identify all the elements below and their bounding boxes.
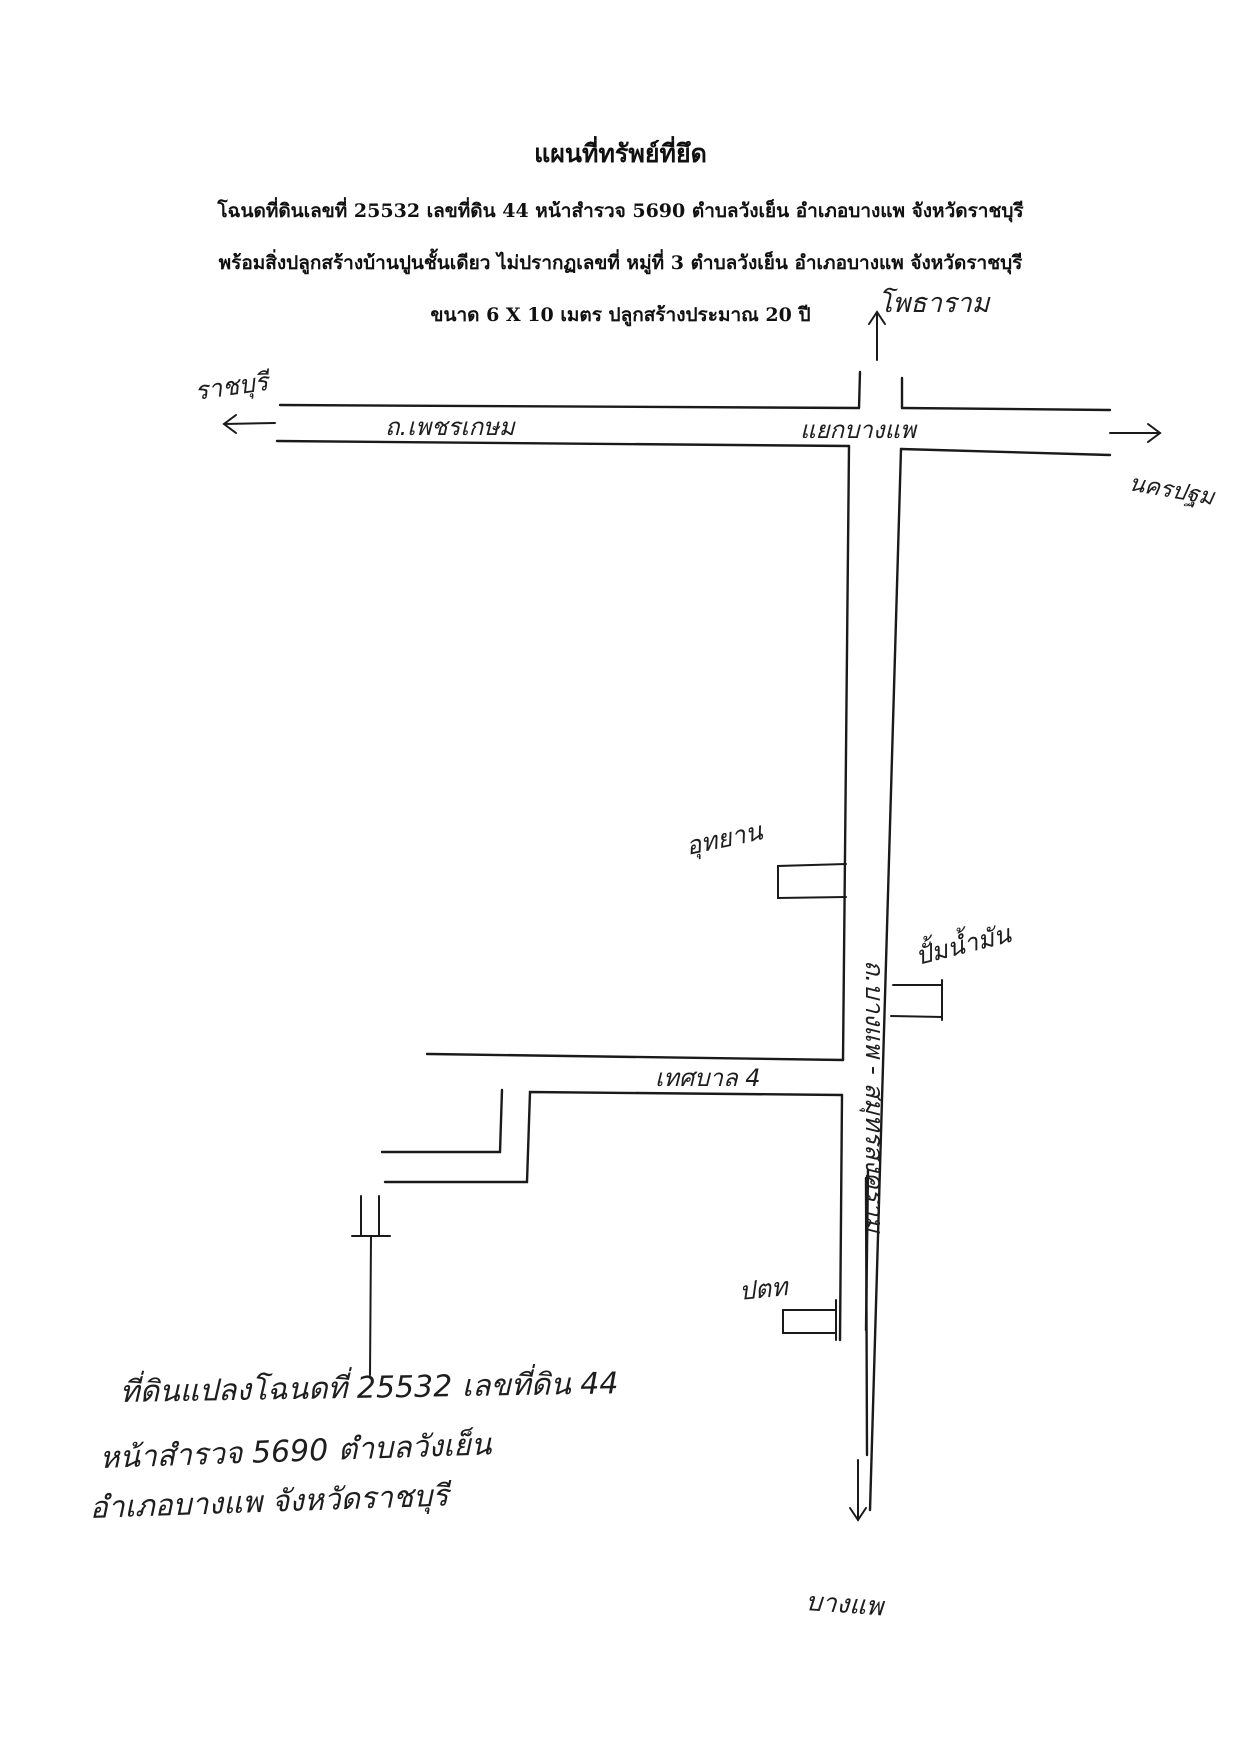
- side-road: [380, 1052, 845, 1184]
- ptt-station-marker: [782, 1299, 837, 1341]
- junction-name-label: แยกบางแพ: [800, 416, 918, 444]
- note-line-2: หน้าสำรวจ 5690 ตำบลวังเย็น: [99, 1426, 493, 1476]
- east-destination-label: นครปฐม: [1127, 470, 1218, 511]
- note-line-3: อำเภอบางแพ จังหวัดราชบุรี: [89, 1478, 453, 1526]
- note-line-1: ที่ดินแปลงโฉนดที่ 25532 เลขที่ดิน 44: [119, 1362, 618, 1410]
- highway-name-label: ถ.เพชรเกษม: [385, 413, 516, 441]
- park-building-marker: [777, 863, 847, 900]
- park-label: อุทยาน: [683, 816, 766, 862]
- west-arrow: [222, 414, 276, 434]
- north-arrow: [868, 310, 886, 361]
- west-destination-label: ราชบุรี: [193, 366, 274, 407]
- highway-road: [275, 403, 1112, 457]
- main-road: [838, 444, 903, 1512]
- deed-description-line-2: พร้อมสิ่งปลูกสร้างบ้านปูนชั้นเดียว ไม่ปร…: [218, 252, 1023, 274]
- deed-description-line-1: โฉนดที่ดินเลขที่ 25532 เลขที่ดิน 44 หน้า…: [217, 200, 1024, 222]
- junction-north-road: [857, 370, 904, 410]
- gas-station-label: ปั้มน้ำมัน: [911, 915, 1014, 971]
- deed-description-line-3: ขนาด 6 X 10 เมตร ปลูกสร้างประมาณ 20 ปี: [430, 304, 811, 326]
- south-arrow: [849, 1459, 867, 1522]
- east-arrow: [1109, 423, 1162, 443]
- gas-station-marker: [890, 979, 943, 1021]
- document-title: แผนที่ทรัพย์ที่ยึด: [534, 139, 707, 168]
- south-destination-label: บางแพ: [805, 1587, 886, 1622]
- property-plot-marker: [351, 1195, 391, 1376]
- ptt-station-label: ปตท: [738, 1272, 792, 1306]
- main-road-name-label: ถ.บางแพ - สมุทรสงคราม: [859, 960, 889, 1234]
- side-road-name-label: เทศบาล 4: [655, 1064, 761, 1092]
- north-destination-label: โพธาราม: [878, 287, 991, 319]
- handwritten-property-note: ที่ดินแปลงโฉนดที่ 25532 เลขที่ดิน 44 หน้…: [0, 1350, 1241, 1550]
